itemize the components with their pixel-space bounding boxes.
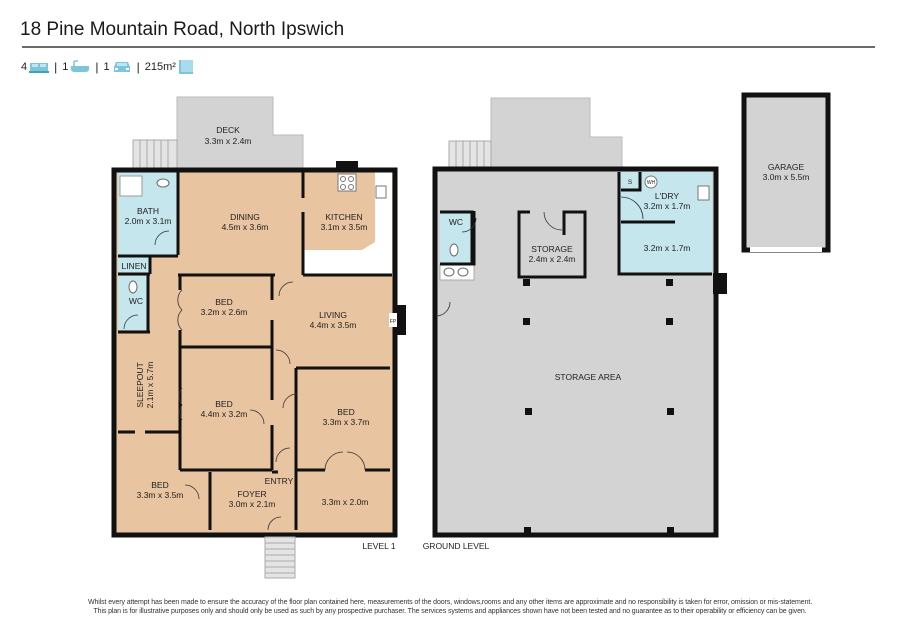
fireplace-hearth bbox=[389, 313, 397, 327]
basin-icon bbox=[156, 178, 170, 188]
living-size: 4.4m x 3.5m bbox=[310, 320, 357, 330]
foyer-label: FOYER bbox=[237, 489, 266, 499]
chimney bbox=[336, 161, 358, 171]
car-count: 1 bbox=[103, 61, 110, 73]
ground-walls bbox=[432, 166, 719, 538]
level-1-plan: DECK 3.3m x 2.4m BATH 2.0m x 3.1m DINING… bbox=[111, 96, 406, 579]
separator: | bbox=[54, 60, 58, 74]
disclaimer-line-2: This plan is for illustrative purposes o… bbox=[93, 608, 807, 615]
kitchen-label: KITCHEN bbox=[325, 212, 362, 222]
car-icon bbox=[113, 62, 130, 72]
ground-chimney bbox=[713, 273, 727, 294]
bathroom-count: 1 bbox=[62, 61, 69, 73]
bed-1-label: BED bbox=[215, 297, 232, 307]
room-size: 3.3m x 2.0m bbox=[322, 497, 369, 507]
front-stairs bbox=[264, 536, 296, 579]
level-1-label: LEVEL 1 bbox=[362, 541, 396, 551]
disclaimer-line-1: Whilst every attempt has been made to en… bbox=[87, 599, 813, 606]
shower-icon bbox=[119, 175, 143, 197]
floor-area-icon bbox=[178, 60, 193, 74]
toilet-icon bbox=[128, 280, 138, 294]
garage-size: 3.0m x 5.5m bbox=[763, 172, 810, 182]
laundry-size: 3.2m x 1.7m bbox=[644, 201, 691, 211]
ground-level-plan: WC STORAGE 2.4m x 2.4m S WH L'DRY 3.2m x… bbox=[423, 92, 831, 551]
columns bbox=[523, 279, 674, 534]
deck-stairs bbox=[132, 139, 178, 171]
shower-label: S bbox=[628, 179, 633, 186]
linen-room bbox=[118, 257, 150, 273]
bed-icon bbox=[29, 63, 50, 73]
title-divider bbox=[22, 46, 875, 48]
kitchen-open-area bbox=[303, 170, 392, 275]
water-heater-label: WH bbox=[647, 180, 656, 186]
bath-size: 2.0m x 3.1m bbox=[125, 216, 172, 226]
entry-label: ENTRY bbox=[265, 476, 294, 486]
sleepout-size: 2.1m x 5.7m bbox=[145, 362, 155, 409]
level-1-walls bbox=[111, 167, 398, 538]
water-heater-icon bbox=[644, 175, 658, 189]
page-title: 18 Pine Mountain Road, North Ipswich bbox=[20, 19, 345, 40]
bed-4-label: BED bbox=[151, 480, 168, 490]
separator: | bbox=[95, 60, 99, 74]
door-swings bbox=[123, 230, 366, 531]
floor-area: 215m² bbox=[144, 61, 176, 73]
ground-stairs bbox=[448, 140, 492, 169]
wc-label: WC bbox=[129, 296, 143, 306]
kitchen-size: 3.1m x 3.5m bbox=[321, 222, 368, 232]
fireplace bbox=[393, 305, 406, 335]
ground-level-label: GROUND LEVEL bbox=[423, 541, 490, 551]
sleepout-label: SLEEPOUT bbox=[135, 362, 145, 407]
bedroom-count: 4 bbox=[21, 61, 28, 73]
bed-2-label: BED bbox=[215, 399, 232, 409]
laundry-tub-icon bbox=[697, 185, 710, 201]
sink-icon bbox=[375, 185, 387, 199]
storage-size: 2.4m x 2.4m bbox=[529, 254, 576, 264]
ground-deck-outline bbox=[490, 97, 623, 169]
separator: | bbox=[136, 60, 140, 74]
basin-icon bbox=[457, 267, 469, 277]
ground-door-swings bbox=[435, 196, 644, 317]
laundry-2-size: 3.2m x 1.7m bbox=[644, 243, 691, 253]
deck bbox=[176, 96, 304, 171]
ground-wc-label: WC bbox=[449, 217, 463, 227]
deck-label: DECK bbox=[216, 125, 240, 135]
laundry-label: L'DRY bbox=[655, 191, 679, 201]
bath-label: BATH bbox=[137, 206, 159, 216]
fp-label: FP bbox=[390, 319, 397, 325]
linen-label: LINEN bbox=[121, 261, 146, 271]
foyer-size: 3.0m x 2.1m bbox=[229, 499, 276, 509]
garage-label: GARAGE bbox=[768, 162, 805, 172]
bed-2-size: 4.4m x 3.2m bbox=[201, 409, 248, 419]
storage-label: STORAGE bbox=[531, 244, 573, 254]
bed-3-label: BED bbox=[337, 407, 354, 417]
bath-icon bbox=[71, 60, 90, 72]
storage-area-label: STORAGE AREA bbox=[555, 372, 622, 382]
living-label: LIVING bbox=[319, 310, 347, 320]
bed-1-size: 3.2m x 2.6m bbox=[201, 307, 248, 317]
property-stats: 4 | 1 | 1 | 215m² bbox=[21, 60, 194, 74]
dining-label: DINING bbox=[230, 212, 260, 222]
toilet-icon bbox=[449, 243, 459, 257]
bed-4-size: 3.3m x 3.5m bbox=[137, 490, 184, 500]
stove-icon bbox=[337, 173, 357, 192]
bed-3-size: 3.3m x 3.7m bbox=[323, 417, 370, 427]
dining-size: 4.5m x 3.6m bbox=[222, 222, 269, 232]
deck-size: 3.3m x 2.4m bbox=[205, 136, 252, 146]
basin-icon bbox=[443, 267, 455, 277]
garage-door bbox=[750, 247, 822, 252]
